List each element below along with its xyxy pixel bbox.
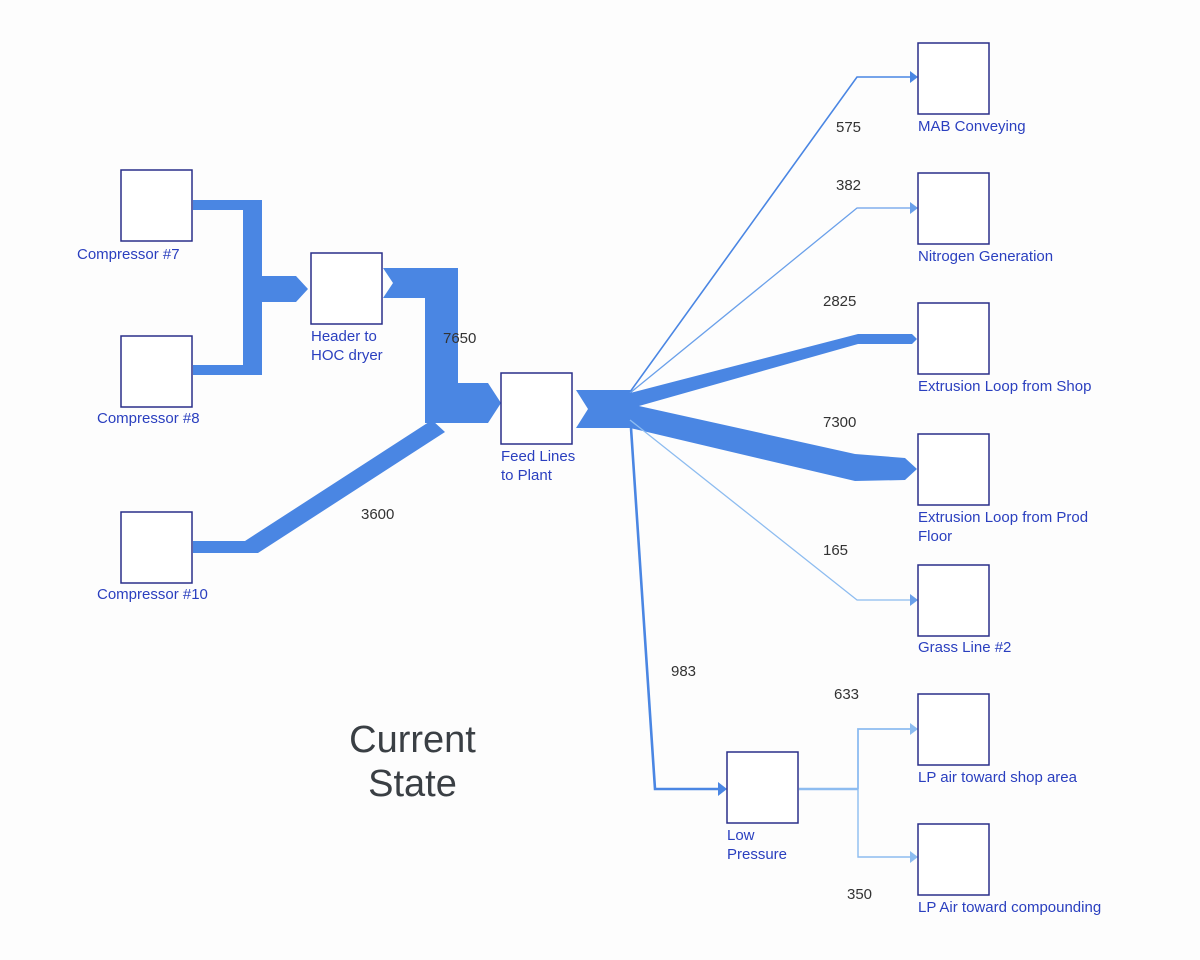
- node-label-comp10: Compressor #10: [97, 586, 208, 603]
- node-label-lp-comp: LP Air toward compounding: [918, 899, 1102, 916]
- node-box-comp8: [120, 335, 193, 408]
- node-box-feed: [500, 372, 573, 445]
- flow-feed-grass: [629, 419, 912, 601]
- node-box-lp-shop: [917, 693, 990, 766]
- diagram-title: Current State: [349, 719, 476, 805]
- flow-merge-vertical: [243, 200, 262, 375]
- node-box-header: [310, 252, 383, 325]
- flow-comp7-header: [193, 200, 245, 210]
- flow-merge-to-header: [260, 276, 308, 302]
- arrow-lp-shop: [910, 723, 918, 735]
- arrow-nitrogen: [910, 202, 918, 214]
- node-label-grass: Grass Line #2: [918, 639, 1012, 656]
- flow-low-lp-shop: [857, 728, 912, 789]
- flow-feed-nitrogen: [629, 207, 912, 394]
- node-box-comp10: [120, 511, 193, 584]
- node-label-low-pressure: Low Pressure: [727, 827, 788, 863]
- node-label-nitrogen: Nitrogen Generation: [918, 248, 1054, 265]
- flow-feed-ext-prod: [630, 404, 917, 481]
- arrow-grass: [910, 594, 918, 606]
- flow-header-feed: [383, 268, 501, 423]
- node-box-low-pressure: [726, 751, 799, 824]
- flow-value-low: 983: [671, 663, 697, 680]
- flow-value-header-feed: 7650: [443, 330, 477, 347]
- node-label-feed: Feed Lines to Plant: [501, 448, 576, 484]
- node-label-ext-shop: Extrusion Loop from Shop: [918, 378, 1092, 395]
- node-box-ext-shop: [917, 302, 990, 375]
- flow-low-lp-comp: [857, 789, 912, 858]
- node-box-lp-comp: [917, 823, 990, 896]
- node-label-mab: MAB Conveying: [918, 118, 1026, 135]
- flow-value-lp-comp: 350: [847, 886, 873, 903]
- flow-value-comp10-feed: 3600: [361, 506, 395, 523]
- flow-value-nitrogen: 382: [836, 177, 862, 194]
- arrow-mab: [910, 71, 918, 83]
- flow-value-lp-shop: 633: [834, 686, 860, 703]
- flow-feed-low: [629, 427, 720, 791]
- node-box-mab: [917, 42, 990, 115]
- node-label-lp-shop: LP air toward shop area: [918, 769, 1077, 786]
- flow-feed-ext-shop: [630, 334, 917, 408]
- node-label-header: Header to HOC dryer: [311, 328, 383, 364]
- flow-feed-mab: [629, 76, 912, 393]
- node-box-nitrogen: [917, 172, 990, 245]
- flow-feed-out-block: [576, 390, 632, 428]
- node-label-comp8: Compressor #8: [97, 410, 200, 427]
- arrow-low: [718, 782, 727, 796]
- flow-value-ext-shop: 2825: [823, 293, 857, 310]
- flow-comp10-feed: [193, 420, 445, 553]
- node-label-comp7: Compressor #7: [77, 246, 180, 263]
- node-box-comp7: [120, 169, 193, 242]
- node-box-grass: [917, 564, 990, 637]
- flow-value-mab: 575: [836, 119, 862, 136]
- flow-value-grass: 165: [823, 542, 849, 559]
- flow-value-ext-prod: 7300: [823, 414, 857, 431]
- arrow-lp-comp: [910, 851, 918, 863]
- node-label-ext-prod: Extrusion Loop from Prod Floor: [918, 509, 1089, 545]
- node-box-ext-prod: [917, 433, 990, 506]
- flow-comp8-header: [193, 365, 245, 375]
